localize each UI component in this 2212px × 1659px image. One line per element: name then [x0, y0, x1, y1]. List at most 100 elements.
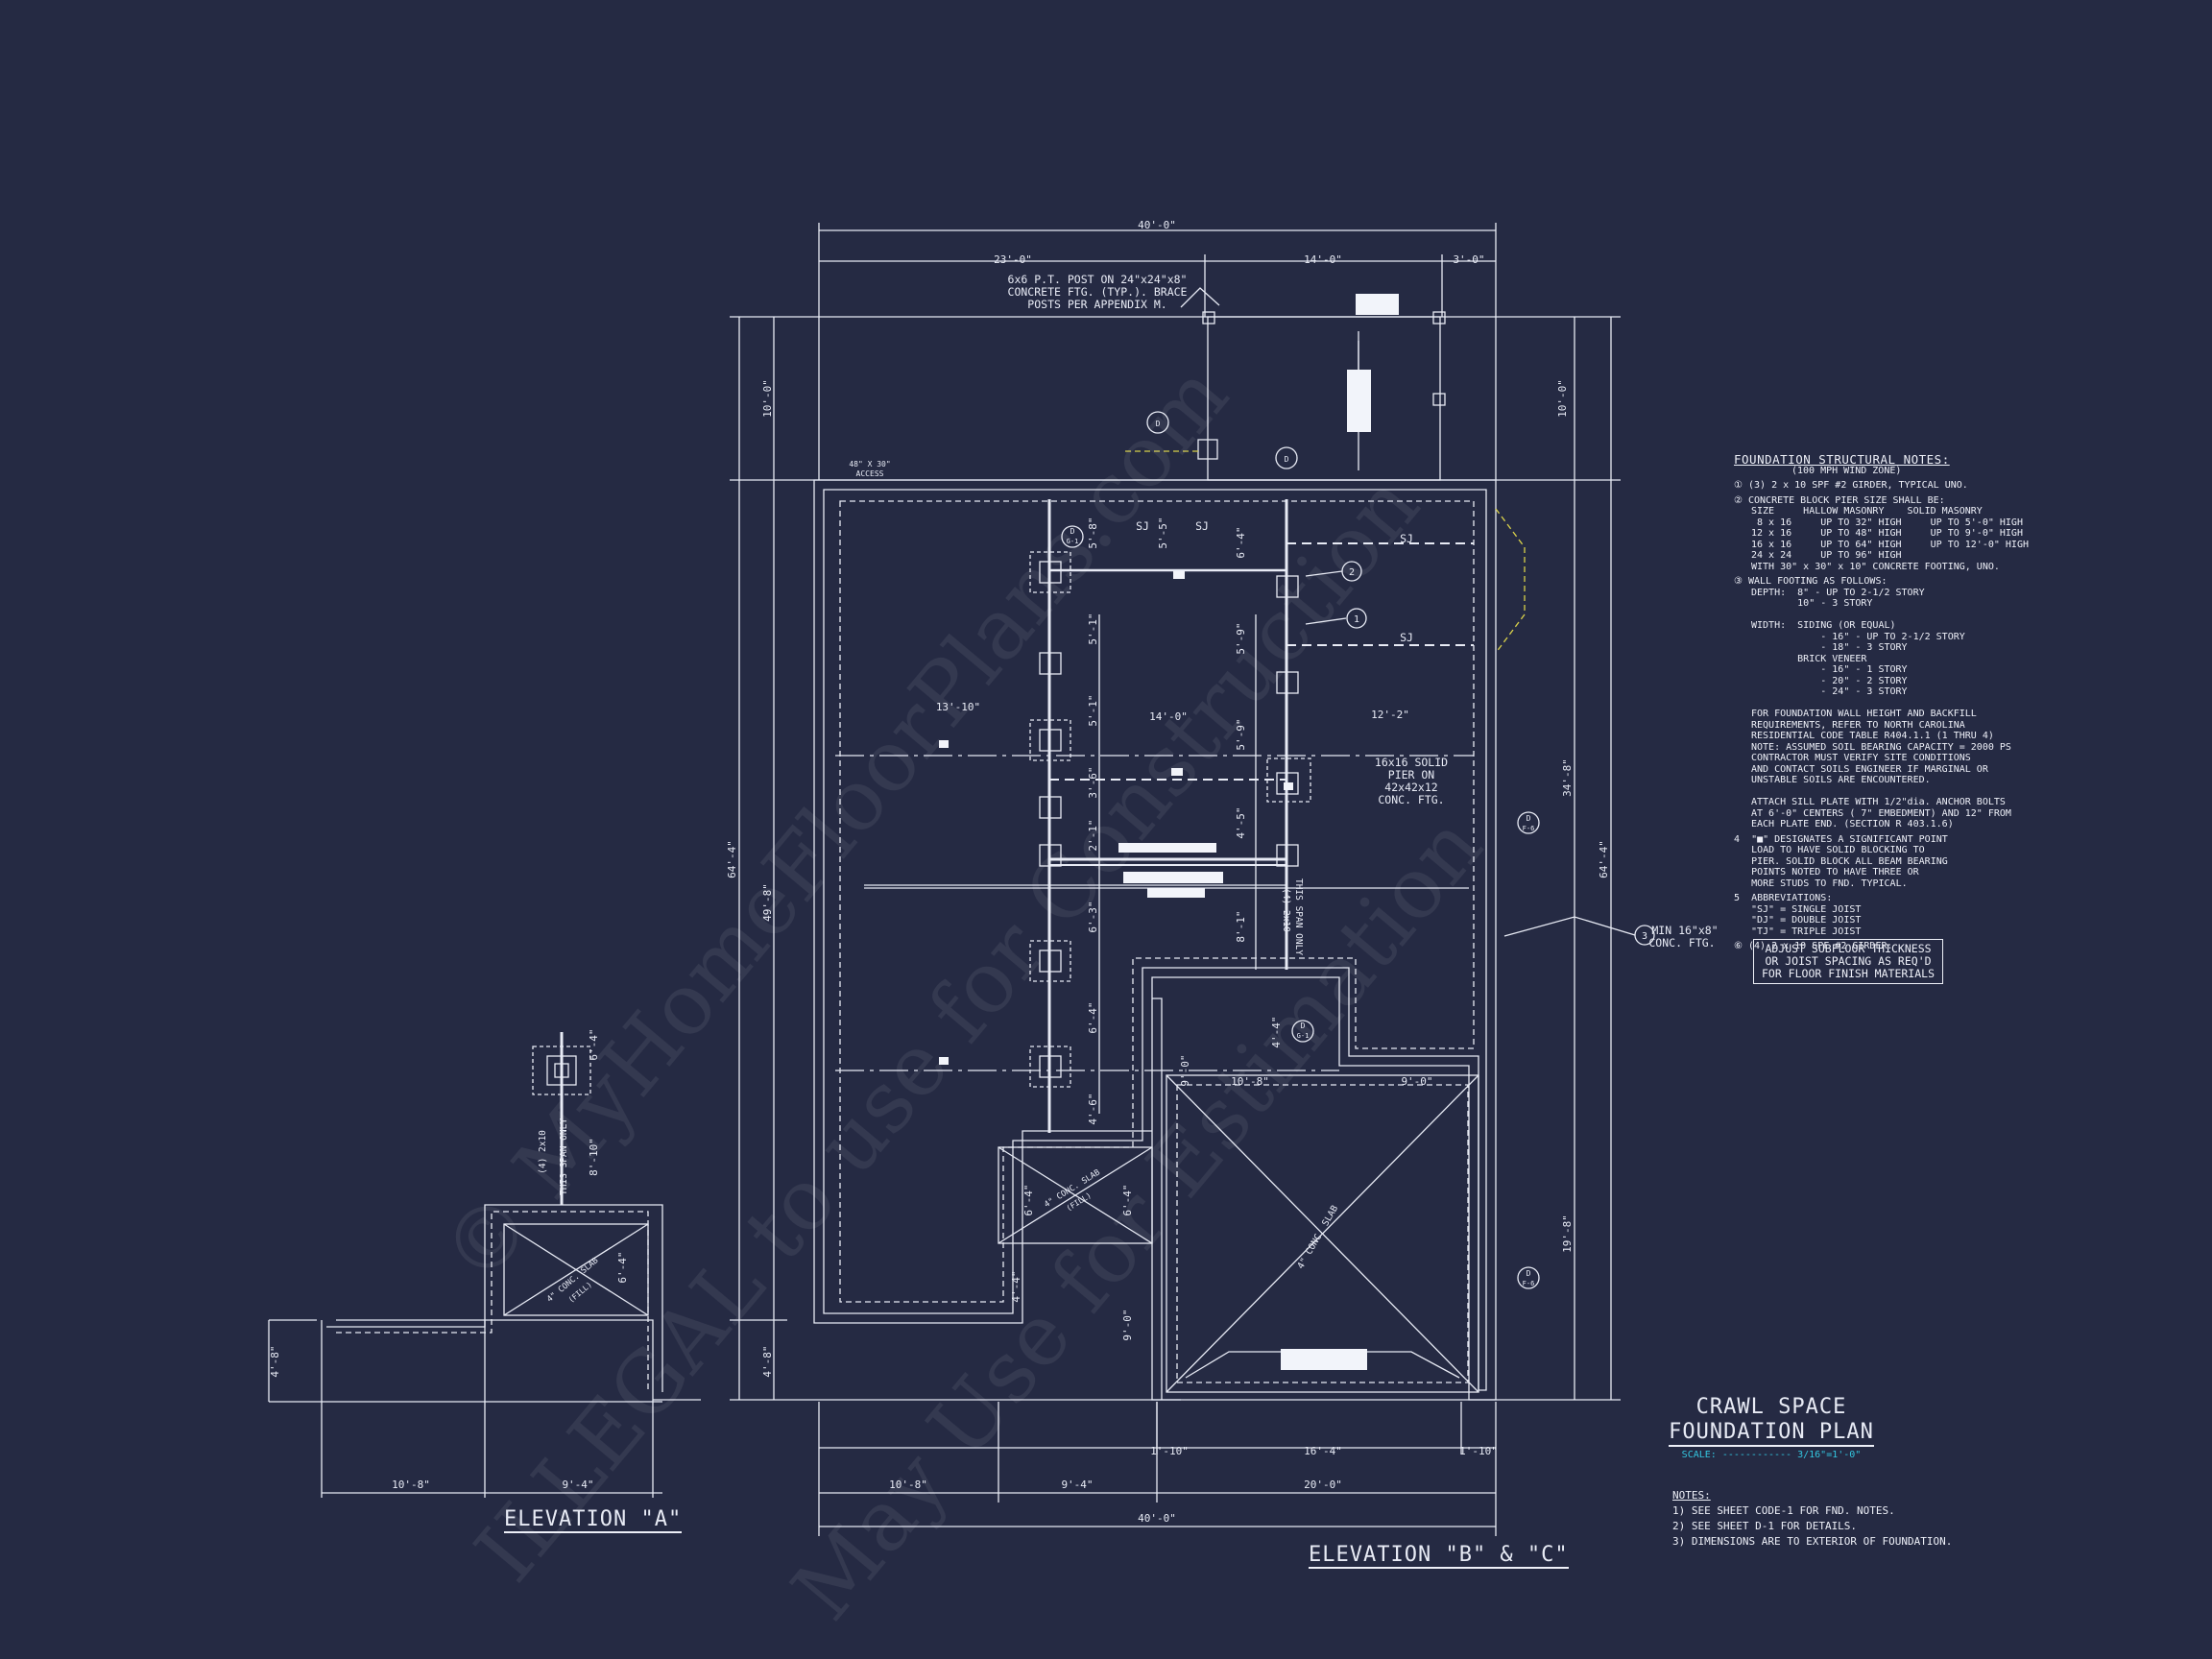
dim-v-3-6: 3'-6"	[1087, 766, 1099, 798]
dim-bottom-1-10-left: 1'-10"	[1150, 1445, 1189, 1457]
dim-v-9-0b: 9'-0"	[1121, 1309, 1134, 1340]
section-marker-f6: F-6	[1523, 825, 1535, 832]
scale-value: 3/16"=1'-0"	[1797, 1450, 1862, 1460]
note-2-body: SIZE HALLOW MASONRY SOLID MASONRY 8 x 16…	[1751, 506, 2029, 572]
elevation-a-label: ELEVATION "A"	[504, 1507, 683, 1533]
note-4: 4 "■" DESIGNATES A SIGNIFICANT POINT LOA…	[1734, 833, 1948, 889]
sj-label-4: SJ	[1400, 631, 1413, 644]
sj-label-1: SJ	[1136, 519, 1149, 533]
dim-v-6-3: 6'-3"	[1087, 901, 1099, 932]
pier-note-line4: CONC. FTG.	[1378, 793, 1444, 806]
pier-note-line3: 42x42x12	[1384, 781, 1437, 794]
general-note-1: 1) SEE SHEET CODE-1 FOR FND. NOTES.	[1672, 1504, 1895, 1517]
note-1-text: (3) 2 x 10 SPF #2 GIRDER, TYPICAL UNO.	[1748, 480, 1968, 491]
dim-v-5-1: 5'-1"	[1087, 613, 1099, 644]
dim-top-left: 23'-0"	[994, 253, 1032, 266]
note-3-body: DEPTH: 8" - UP TO 2-1/2 STORY 10" - 3 ST…	[1751, 587, 2011, 830]
dim-v-9-0: 9'-0"	[1179, 1054, 1191, 1086]
post-note-line3: POSTS PER APPENDIX M.	[1027, 298, 1166, 311]
scale-label: SCALE: ------------ 3/16"=1'-0"	[1681, 1450, 1862, 1460]
note-3-text: WALL FOOTING AS FOLLOWS:	[1748, 576, 1887, 587]
pier-note-line2: PIER ON	[1388, 768, 1435, 781]
dim-top-right: 3'-0"	[1453, 253, 1484, 266]
dim-h-10-8: 10'-8"	[1231, 1075, 1269, 1088]
dim-bottom-1-10-right: 1'-10"	[1459, 1445, 1498, 1457]
drawing-title-block: CRAWL SPACE FOUNDATION PLAN SCALE: -----…	[1656, 1395, 1887, 1460]
dim-v-2-1: 2'-1"	[1087, 819, 1099, 851]
notes-title: FOUNDATION STRUCTURAL NOTES:	[1734, 452, 1950, 467]
dim-v-5-8: 5'-8"	[1087, 517, 1099, 548]
note-2-text: CONCRETE BLOCK PIER SIZE SHALL BE:	[1748, 494, 1945, 506]
subfloor-adjust-box: ADJUST SUBFLOOR THICKNESS OR JOIST SPACI…	[1753, 939, 1943, 984]
general-notes: NOTES: 1) SEE SHEET CODE-1 FOR FND. NOTE…	[1672, 1488, 1980, 1550]
general-note-3: 3) DIMENSIONS ARE TO EXTERIOR OF FOUNDAT…	[1672, 1535, 1953, 1548]
note-5: 5 ABBREVIATIONS:	[1734, 893, 1833, 903]
dim-bottom-9-4: 9'-4"	[1061, 1479, 1093, 1491]
scale-label-text: SCALE:	[1681, 1450, 1717, 1460]
dim-v-6-0-slab-b: 6'-4"	[1121, 1184, 1134, 1215]
post-note-line2: CONCRETE FTG. (TYP.). BRACE	[1008, 285, 1188, 299]
dim-row-13-10: 13'-10"	[936, 701, 980, 713]
footing-note-line2: CONC. FTG.	[1648, 936, 1715, 950]
dim-right-lower: 19'-8"	[1561, 1214, 1574, 1253]
elev-a-dim-6-4: 6'-4"	[588, 1028, 600, 1060]
elev-a-dim-9-4: 9'-4"	[562, 1479, 593, 1491]
tag-3: 3	[1642, 931, 1647, 942]
dim-left-overall: 64'-4"	[726, 840, 738, 878]
dim-v-6-0-slab: 6'-4"	[1022, 1184, 1035, 1215]
elev-a-girder-note-1: (4) 2x10	[538, 1130, 548, 1174]
access-note-line2: ACCESS	[856, 469, 884, 478]
dim-right-mid: 34'-8"	[1561, 758, 1574, 797]
sj-label-3: SJ	[1400, 532, 1413, 545]
note-5-text: ABBREVIATIONS:	[1751, 893, 1833, 903]
note-4-text: "■" DESIGNATES A SIGNIFICANT POINT LOAD …	[1751, 833, 1948, 889]
dim-v-6-4: 6'-4"	[1087, 1001, 1099, 1033]
tag-1: 1	[1354, 614, 1359, 625]
elev-a-dim-slab: 6'-4"	[616, 1251, 629, 1283]
dim-bottom-overall: 40'-0"	[1138, 1512, 1176, 1525]
dim-v-5-1b: 5'-1"	[1087, 694, 1099, 726]
elev-a-dim-8-10: 8'-10"	[588, 1138, 600, 1176]
dim-bottom-10-8: 10'-8"	[889, 1479, 927, 1491]
dim-v-4-6: 4'-6"	[1087, 1093, 1099, 1124]
section-marker-d-6: D	[1527, 1269, 1531, 1278]
dim-row-14: 14'-0"	[1149, 710, 1188, 723]
note-5-body: "SJ" = SINGLE JOIST "DJ" = DOUBLE JOIST …	[1751, 903, 1862, 937]
dim-top-overall: 40'-0"	[1138, 219, 1176, 231]
foundation-structural-notes: FOUNDATION STRUCTURAL NOTES: (100 MPH WI…	[1734, 452, 2029, 952]
title-line2: FOUNDATION PLAN	[1669, 1420, 1874, 1447]
dim-right-porch: 10'-0"	[1556, 379, 1569, 418]
notes-subtitle: (100 MPH WIND ZONE)	[1791, 465, 1902, 476]
dim-h-9-0: 9'-0"	[1401, 1075, 1432, 1088]
dim-left-main: 49'-8"	[761, 883, 774, 922]
dim-v-5-9: 5'-9"	[1235, 622, 1247, 654]
dim-left-bottom: 4'-8"	[761, 1345, 774, 1377]
sj-label-2: SJ	[1195, 519, 1209, 533]
dim-v-6-4b: 6'-4"	[1235, 526, 1247, 558]
note-3: ③ WALL FOOTING AS FOLLOWS:	[1734, 576, 1887, 587]
girder-span-note-1: (4) 2x10	[1281, 888, 1291, 932]
dim-right-overall: 64'-4"	[1598, 840, 1610, 878]
dim-v-5-9b: 5'-9"	[1235, 718, 1247, 750]
general-note-2: 2) SEE SHEET D-1 FOR DETAILS.	[1672, 1520, 1858, 1532]
dim-v-8-1: 8'-1"	[1235, 910, 1247, 942]
section-marker-d-3: D	[1070, 527, 1075, 536]
note-1: ① (3) 2 x 10 SPF #2 GIRDER, TYPICAL UNO.	[1734, 480, 1968, 491]
tag-2: 2	[1349, 567, 1355, 578]
footing-note-line1: MIN 16"x8"	[1651, 924, 1718, 937]
section-marker-d-4: D	[1301, 1022, 1306, 1030]
girder-span-note-2: THIS SPAN ONLY	[1293, 878, 1304, 955]
note-6-text: (4) 2 x 10 SPF #2 GIRDER.	[1748, 941, 1893, 951]
elev-a-girder-note-2: THIS SPAN ONLY	[559, 1118, 569, 1195]
elevation-bc-label: ELEVATION "B" & "C"	[1309, 1543, 1569, 1569]
dim-bottom-16-4: 16'-4"	[1304, 1445, 1342, 1457]
dim-v-5-5: 5'-5"	[1157, 517, 1169, 548]
dim-bottom-20-0: 20'-0"	[1304, 1479, 1342, 1491]
post-note-line1: 6x6 P.T. POST ON 24"x24"x8"	[1008, 273, 1188, 286]
section-marker-f6-b: F-6	[1523, 1280, 1535, 1287]
dim-v-4-5: 4'-5"	[1235, 806, 1247, 838]
dim-left-porch: 10'-0"	[761, 379, 774, 418]
section-marker-g1: G-1	[1067, 538, 1079, 545]
elev-a-dim-10-8: 10'-8"	[392, 1479, 430, 1491]
